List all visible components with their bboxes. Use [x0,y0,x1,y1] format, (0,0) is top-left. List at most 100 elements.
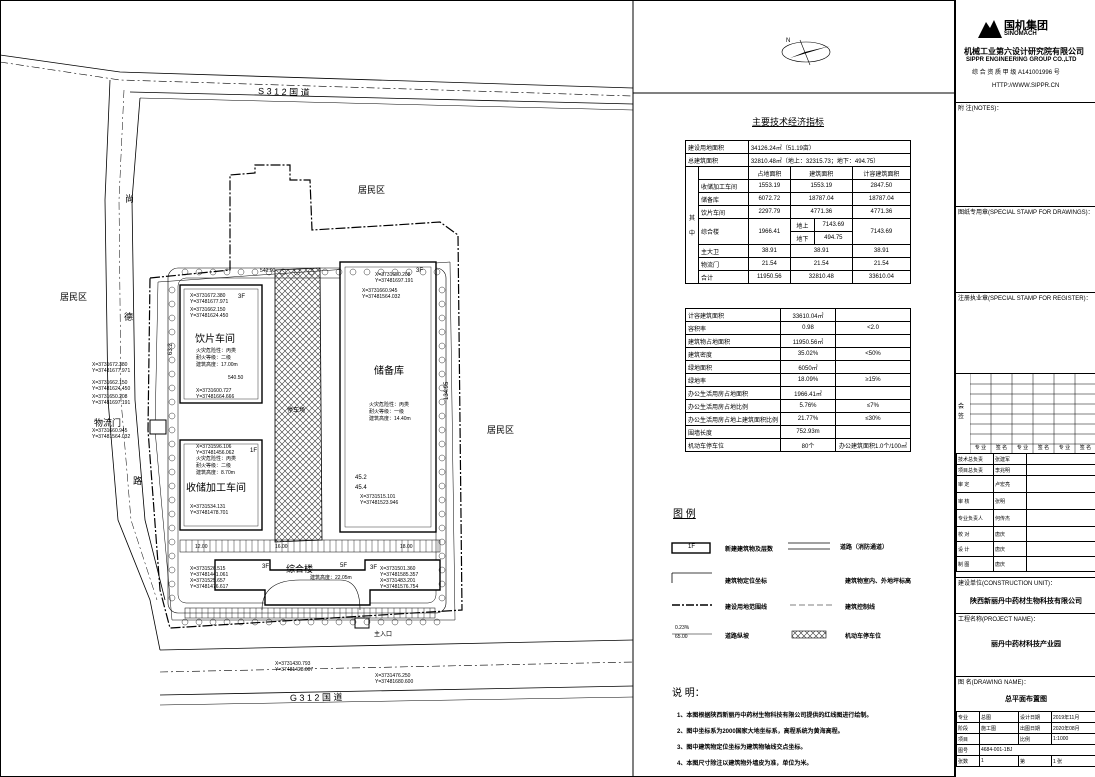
logo-icon [978,20,1002,38]
tree [195,618,203,626]
yinpian-note-2: 耐火等级：二级 [196,354,231,361]
coord: Y=37481523.946 [360,500,398,506]
tree [168,370,176,378]
tree [251,268,259,276]
tree [438,342,446,350]
countersign-area: 会签 专 业 签 名 专 业 签 名 专 [956,373,1095,454]
tree [168,524,176,532]
notes-area: 附 注(NOTES)： [956,102,1095,206]
client-label: 建设单位(CONSTRUCTION UNIT)： [958,581,1056,587]
tree [438,370,446,378]
table-row: 制 图唐庆 [956,556,1095,572]
coord: Y=37481476.617 [190,584,228,590]
yinpian-note-3: 建筑高度：17.00m [196,361,238,368]
tree [195,268,203,276]
countersign-grid [970,374,1095,454]
yinpian-name: 饮片车间 [195,332,235,345]
dim-45-2: 45.2 [355,475,367,481]
tree [168,314,176,322]
table-row: 技术总负责张建军 [956,453,1095,465]
tree [438,566,446,574]
yinpian-note-1: 火灾危险性：丙类 [196,347,236,354]
neighbor-west-label: 居民区 [60,292,87,302]
tree [237,618,245,626]
west-road-char-1: 尚 [125,193,134,204]
internal-road [167,267,447,614]
tree [438,552,446,560]
land-label: 建设用地面积 [685,140,749,154]
site-boundary [147,164,463,629]
tree [181,618,189,626]
tree [251,618,259,626]
tree [438,496,446,504]
coord: X=3731534.131 [190,504,226,510]
tree [405,618,413,626]
coord: Y=37481677.971 [190,299,228,305]
tree [265,268,273,276]
coord: Y=37481677.971 [92,368,130,374]
zonghe-note: 建筑高度：22.05m [310,574,352,581]
storage-building [339,261,437,533]
qualification: 综 合 资 质 甲 级 A141001996 号 [972,70,1060,76]
south-road [159,639,634,706]
legend-item-parking: 机动车停车位 [845,634,882,640]
storage-note-1: 火灾危险性：丙类 [369,401,409,408]
yinpian-building [179,284,263,404]
table-row: 项目总负责李兆明 [956,464,1095,476]
coord: X=3731596.106 [196,444,232,450]
driveway-curve [261,579,361,611]
tree [377,268,385,276]
coord: X=3731526.515 [190,566,226,572]
website: HTTP://WWW.SIPPR.CN [992,83,1060,89]
notes-list: 1、本图根据陕西新丽丹中药材生物科技有限公司提供的红线图进行绘制。 2、图中坐标… [677,708,872,772]
elev-540-50: 540.50 [228,375,244,381]
shouchu-building-inner [183,443,259,527]
shouchu-note-3: 建筑高度：8.70m [196,469,235,476]
coord: X=3731650.208 [92,394,128,400]
col-head-1: 占地面积 [747,166,791,180]
stamp-label-1: 图纸专用章(SPECIAL STAMP FOR DRAWINGS)： [958,210,1094,216]
table-row: 校 对唐庆 [956,526,1095,542]
tree [181,268,189,276]
client-name: 陕西新丽丹中药材生物科技有限公司 [970,598,1082,605]
project-name: 丽丹中药材科技产业园 [991,641,1061,648]
tree [168,300,176,308]
countersign-heads: 专 业 签 名 专 业 签 名 专 业 签 名 [974,445,1092,451]
tree [438,426,446,434]
land-value: 34126.24㎡（51.19亩） [747,140,912,154]
tree [419,618,427,626]
storage-name: 储备库 [374,364,404,377]
tree [438,524,446,532]
project-label: 工程名称(PROJECT NAME)： [958,617,1039,623]
coord: X=3731430.793 [275,661,311,667]
coord: X=3731672.380 [92,362,128,368]
shouchu-note-2: 耐火等级：二级 [196,462,231,469]
tree [438,412,446,420]
company-en: SIPPR ENGINEERING GROUP CO.,LTD [966,57,1077,63]
tree [438,398,446,406]
tree [168,328,176,336]
coord: Y=37481564.032 [362,294,400,300]
tree [438,314,446,322]
coord: X=3731660.945 [92,428,128,434]
tree [293,618,301,626]
tree [168,426,176,434]
coord: X=3731600.727 [196,388,232,394]
tree [168,496,176,504]
indicators-title: 主要技术经济指标 [752,117,825,127]
tree [168,538,176,546]
tree [377,618,385,626]
dim-12-00: 12.00 [195,544,208,550]
yinpian-floors: 3F [238,294,245,300]
tree [405,268,413,276]
tree [168,384,176,392]
legend-item-slope: 道路纵坡 [725,634,750,640]
